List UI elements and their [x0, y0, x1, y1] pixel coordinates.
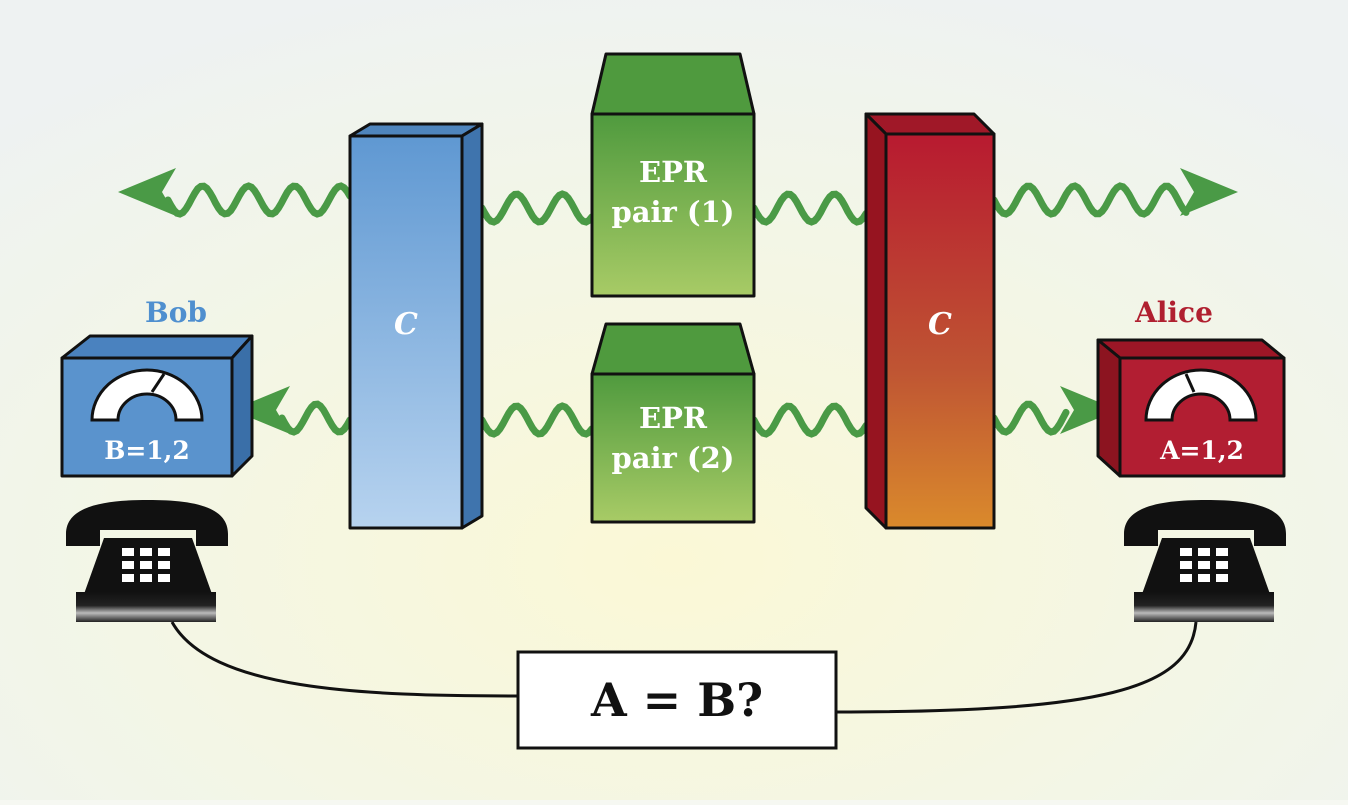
- wave-top-right: [990, 182, 1190, 218]
- right-c-box: [864, 112, 996, 530]
- right-c-label: C: [928, 307, 952, 342]
- wave-top-center-right: [750, 190, 870, 226]
- wave-bottom-left: [278, 400, 354, 436]
- arrow-left-top-icon: [118, 168, 176, 216]
- epr-pair-2-box: [590, 322, 756, 524]
- arrow-left-bottom-icon: [232, 386, 290, 434]
- wave-bottom-center-left: [478, 402, 596, 438]
- bob-telephone-icon: [66, 500, 228, 622]
- arrow-right-bottom-icon: [1060, 386, 1118, 434]
- left-c-box: [348, 122, 484, 530]
- wave-top-center-left: [478, 190, 596, 226]
- alice-meter-dial-icon: [1144, 368, 1258, 422]
- wave-top-left: [164, 182, 354, 218]
- comparison-box: [516, 650, 838, 750]
- wave-bottom-right: [990, 400, 1070, 436]
- alice-telephone-icon: [1124, 500, 1286, 622]
- epr-pair-1-line1: EPR: [639, 155, 708, 189]
- left-c-label: C: [394, 307, 418, 342]
- wave-bottom-center-right: [750, 402, 870, 438]
- bob-readout: B=1,2: [104, 436, 190, 465]
- photon-waves: [164, 182, 1190, 438]
- epr-pair-2-line1: EPR: [639, 401, 708, 435]
- epr-pair-1-line2: pair (1): [611, 195, 734, 229]
- bob-phone-cord: [170, 621, 521, 698]
- comparison-text: A = B?: [590, 673, 763, 727]
- alice-readout: A=1,2: [1159, 436, 1244, 465]
- epr-pair-1-box: [590, 52, 756, 298]
- alice-phone-cord: [835, 621, 1198, 714]
- bob-label: Bob: [145, 296, 207, 329]
- bob-meter-dial-icon: [90, 368, 204, 422]
- alice-label: Alice: [1134, 296, 1213, 329]
- epr-pair-2-line2: pair (2): [611, 441, 734, 475]
- arrow-right-top-icon: [1180, 168, 1238, 216]
